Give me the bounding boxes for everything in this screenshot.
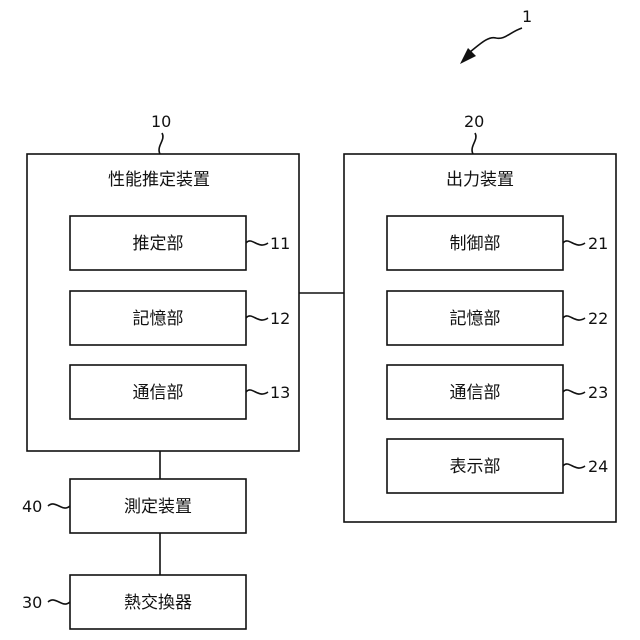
storage-unit-label-20: 記憶部 <box>450 309 501 329</box>
storage-unit-ref-20: 22 <box>588 309 608 328</box>
heat-exchanger-ref: 30 <box>22 593 42 612</box>
communication-unit-ref-20: 23 <box>588 383 608 402</box>
heat-exchanger-label: 熱交換器 <box>124 593 192 613</box>
communication-unit-label-10: 通信部 <box>133 383 184 403</box>
communication-unit-ref-10: 13 <box>270 383 290 402</box>
control-unit-label: 制御部 <box>450 234 501 254</box>
storage-unit-label-10: 記憶部 <box>133 309 184 329</box>
display-unit-ref: 24 <box>588 457 608 476</box>
control-unit-ref: 21 <box>588 234 608 253</box>
output-device-title: 出力装置 <box>446 170 514 190</box>
measurement-device-ref: 40 <box>22 497 42 516</box>
output-device-leader <box>472 133 476 154</box>
heat-exchanger-leader <box>48 600 70 604</box>
storage-unit-ref-10: 12 <box>270 309 290 328</box>
figure-number: 1 <box>522 7 532 26</box>
estimation-unit-label: 推定部 <box>133 234 184 254</box>
measurement-device-label: 測定装置 <box>124 497 192 517</box>
figure-number-arrow <box>470 28 522 52</box>
estimation-unit-ref: 11 <box>270 234 290 253</box>
display-unit-label: 表示部 <box>450 457 501 477</box>
estimation-device-leader <box>159 133 163 154</box>
figure-number-arrowhead <box>460 48 476 64</box>
output-device-ref: 20 <box>464 112 484 131</box>
estimation-device-title: 性能推定装置 <box>108 170 210 190</box>
measurement-device-leader <box>48 504 70 508</box>
communication-unit-label-20: 通信部 <box>450 383 501 403</box>
estimation-device-ref: 10 <box>151 112 171 131</box>
